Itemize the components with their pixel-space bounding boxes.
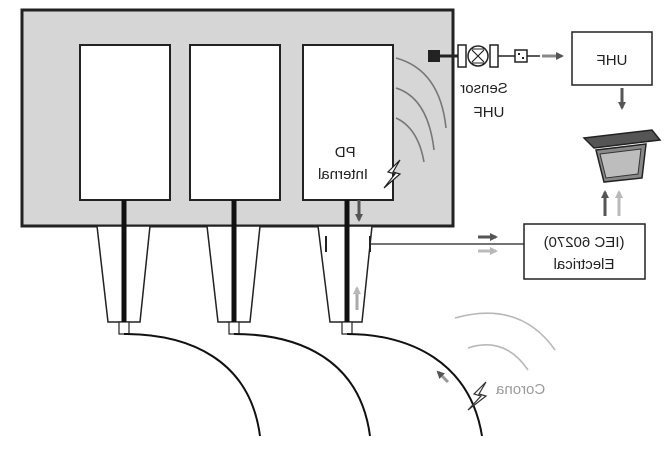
cable-right: [346, 333, 483, 437]
uhf-unit-label: UHF: [597, 52, 628, 69]
laptop-icon: [582, 129, 662, 183]
compartment-left: [79, 44, 171, 201]
corona-arrow: [436, 370, 450, 384]
uhf-sensor-label-top: Sensor: [460, 80, 508, 97]
internal-pd-label-bottom: Internal: [318, 166, 368, 183]
cable-left: [123, 333, 261, 437]
compartment-middle: [189, 44, 281, 201]
uhf-sensor-valve-icon: [428, 44, 540, 68]
corona-spark-icon: [467, 381, 488, 411]
uhf-unit-box: [571, 31, 653, 86]
uhf-sensor-label-bottom: UHF: [474, 104, 505, 121]
internal-pd-waves: [395, 57, 447, 163]
electrical-label-top: (IEC 60270): [544, 234, 625, 251]
corona-label: Corona: [495, 381, 545, 398]
cable-middle: [233, 333, 371, 437]
corona-waves: [454, 312, 556, 371]
compartment-right: [302, 44, 394, 201]
internal-pd-spark-icon: [383, 159, 402, 189]
internal-pd-label-top: PD: [335, 144, 356, 161]
electrical-label-bottom: Electrical: [554, 256, 615, 273]
electrical-iec-box: [523, 223, 646, 280]
